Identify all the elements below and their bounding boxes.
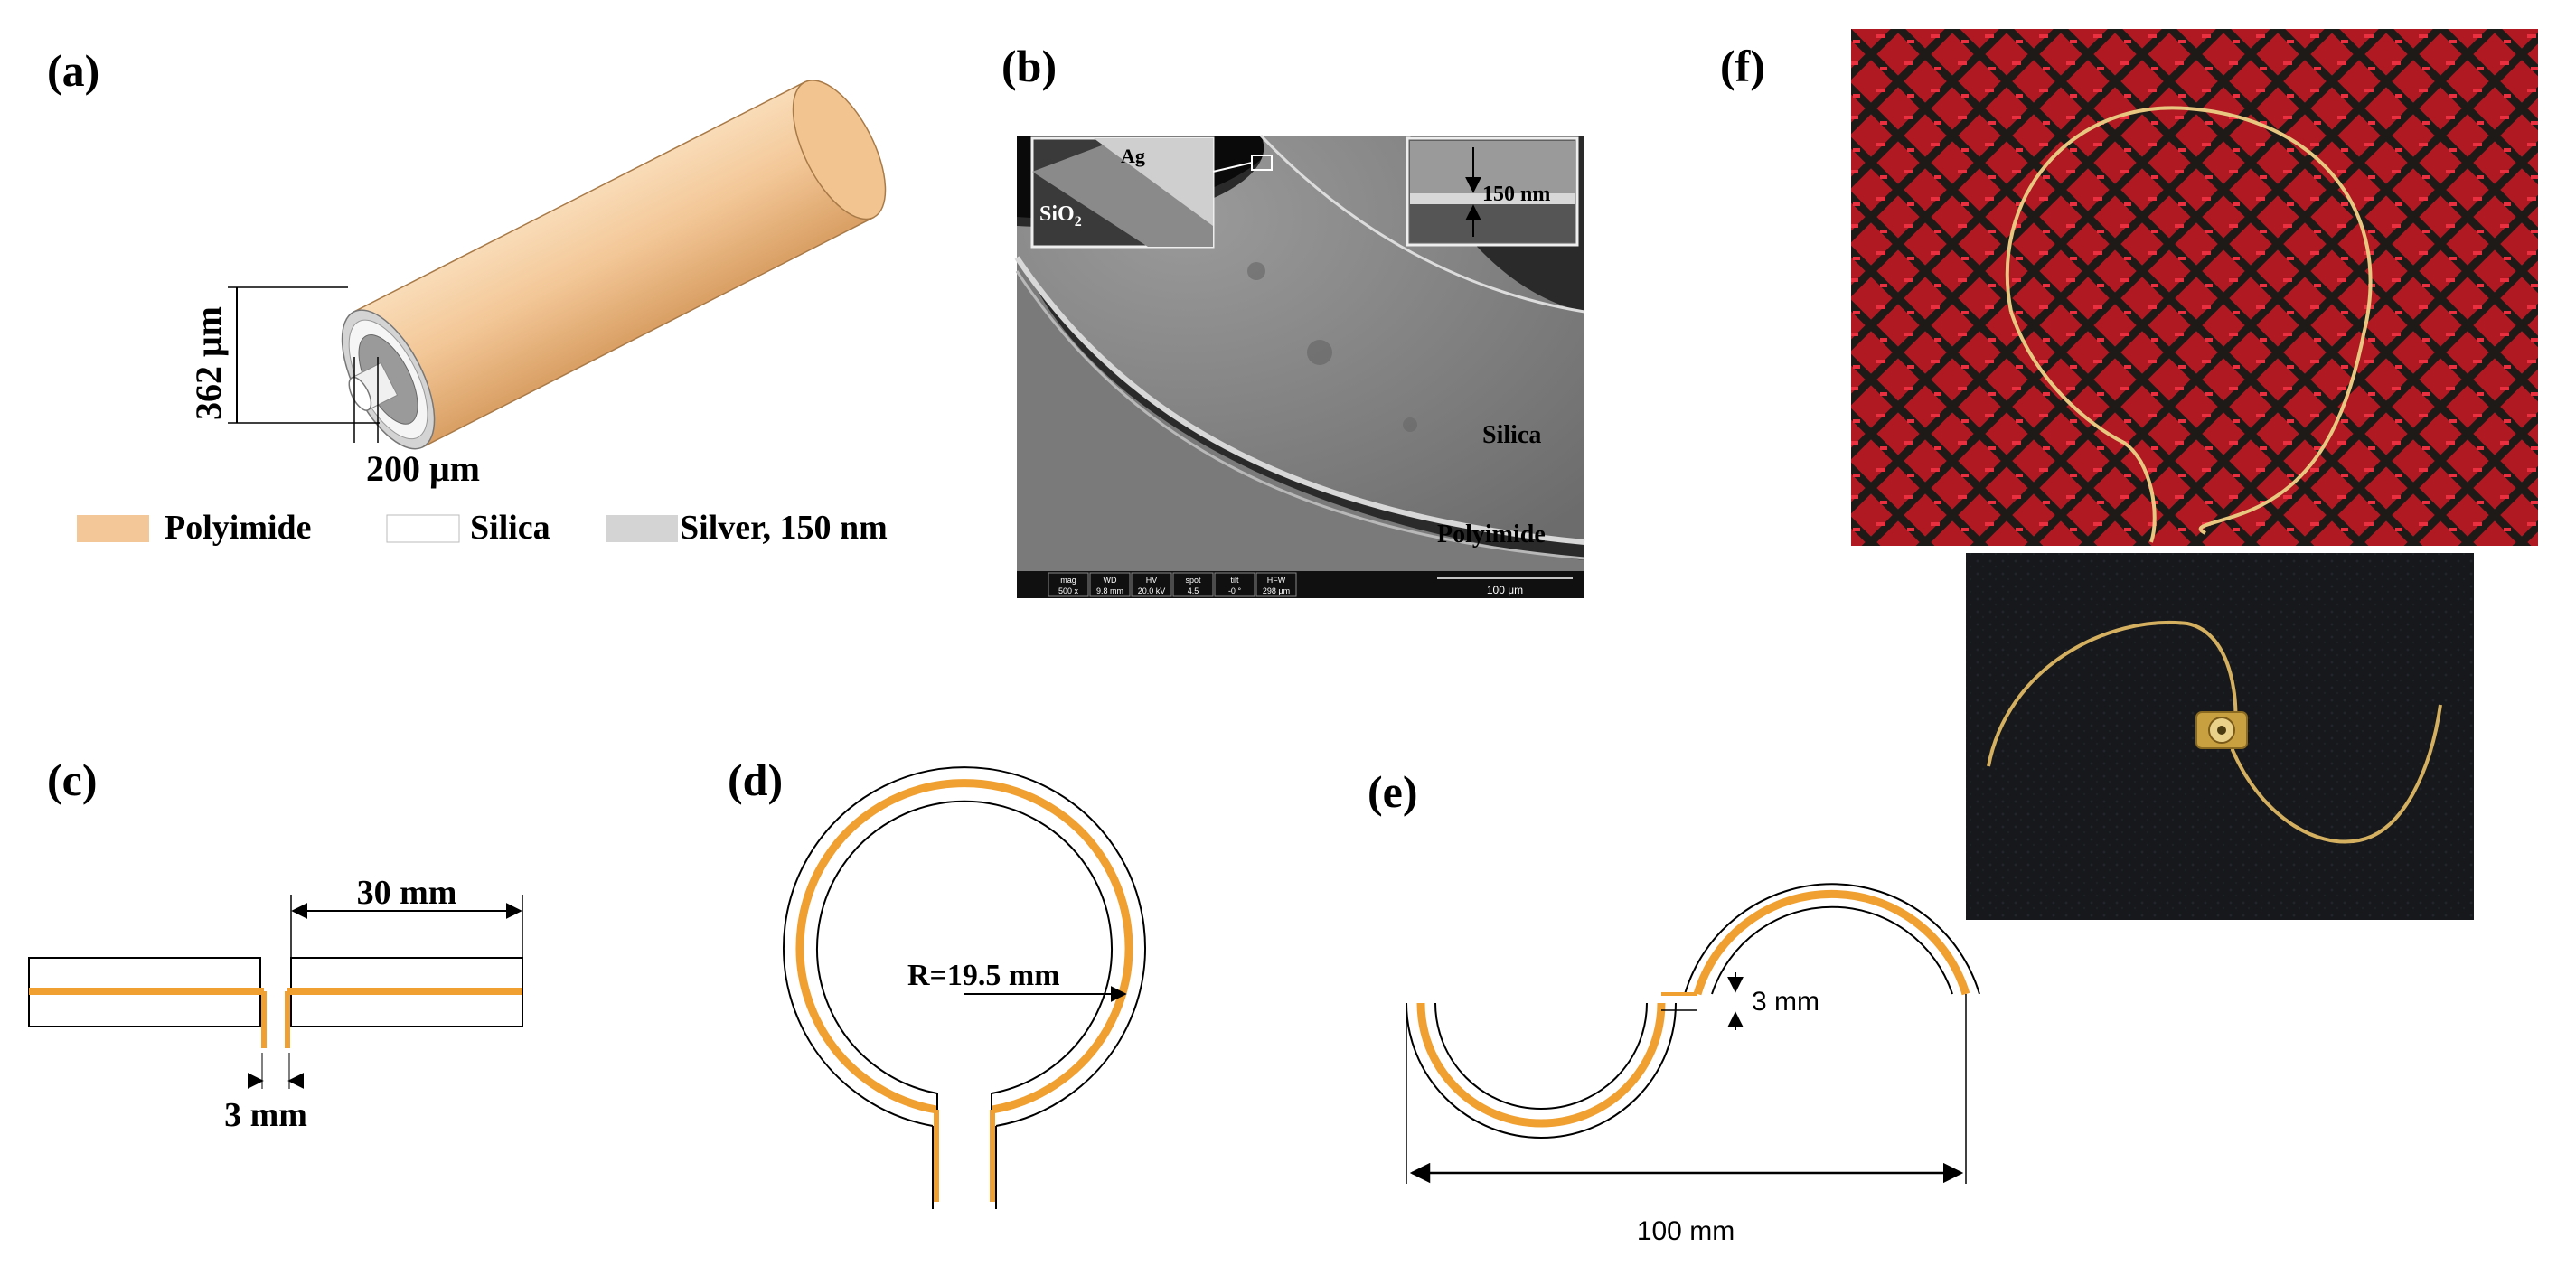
dimension-inner: 200 μm bbox=[353, 357, 480, 489]
panel-f: (f) bbox=[1720, 29, 2538, 920]
legend-swatch-silver bbox=[606, 515, 678, 542]
inset-ag-sio2: Ag SiO2 bbox=[1030, 136, 1215, 249]
sem-info-cell bbox=[1172, 572, 1214, 597]
legend-label-silica: Silica bbox=[470, 509, 550, 547]
sem-info-cell bbox=[1131, 572, 1172, 597]
sem-info-value: 20.0 kV bbox=[1138, 586, 1166, 595]
fabric-photo bbox=[1851, 29, 2538, 546]
legend-swatch-polyimide bbox=[77, 515, 149, 542]
inset-thickness: 150 nm bbox=[1406, 136, 1579, 247]
inset-label-sio2: SiO2 bbox=[1039, 202, 1082, 230]
sma-connector bbox=[2195, 711, 2248, 749]
legend-label-silver: Silver, 150 nm bbox=[680, 509, 888, 547]
s-antenna-span-label: 100 mm bbox=[1637, 1216, 1735, 1246]
panel-f-label: (f) bbox=[1720, 41, 1765, 91]
sem-info-header: HV bbox=[1146, 576, 1158, 585]
sem-info-value: 4.5 bbox=[1188, 586, 1199, 595]
sem-info-header: spot bbox=[1185, 576, 1201, 585]
s-antenna-left-arm bbox=[1416, 1002, 1666, 1128]
panel-d: (d) R=19.5 mm bbox=[728, 755, 1146, 1209]
sem-info-header: HFW bbox=[1267, 576, 1286, 585]
loop-conductor bbox=[795, 779, 1133, 1114]
sem-info-value: 298 μm bbox=[1263, 586, 1290, 595]
inset-label-ag: Ag bbox=[1121, 145, 1145, 167]
radius-label: R=19.5 mm bbox=[907, 959, 1060, 992]
panel-b: (b) Ag SiO2 bbox=[1001, 41, 1585, 598]
dipole-length-label: 30 mm bbox=[357, 874, 457, 912]
sem-label-polyimide: Polyimide bbox=[1437, 520, 1546, 549]
panel-d-label: (d) bbox=[728, 755, 783, 805]
felt-photo bbox=[1966, 553, 2474, 920]
panel-a: (a) 362 μm 200 μm Polyimide bbox=[47, 45, 888, 547]
s-shaped-antenna: 3 mm 100 mm bbox=[1406, 883, 1980, 1246]
sem-scale-label: 100 μm bbox=[1487, 584, 1523, 596]
material-legend: Polyimide Silica Silver, 150 nm bbox=[77, 509, 888, 547]
panel-e-label: (e) bbox=[1368, 766, 1418, 817]
embroidered-antenna-fiber bbox=[2005, 106, 2373, 543]
sem-info-value: 9.8 mm bbox=[1096, 586, 1123, 595]
sem-info-cell bbox=[1255, 572, 1297, 597]
fiber-cylinder bbox=[341, 80, 887, 450]
s-antenna-gap-label: 3 mm bbox=[1752, 987, 1819, 1017]
sem-info-value: 500 x bbox=[1058, 586, 1079, 595]
panel-a-label: (a) bbox=[47, 45, 99, 96]
panel-c-label: (c) bbox=[47, 755, 98, 805]
loop-inner-outline bbox=[816, 800, 1113, 1094]
sem-info-cell bbox=[1089, 572, 1131, 597]
dipole-antenna: 30 mm 3 mm bbox=[28, 874, 523, 1134]
sem-info-value: -0 ° bbox=[1228, 586, 1242, 595]
dimension-inner-label: 200 μm bbox=[366, 448, 480, 489]
panel-b-label: (b) bbox=[1001, 41, 1057, 91]
panel-c: (c) 30 mm 3 mm bbox=[28, 755, 523, 1134]
panel-e: (e) 3 mm 100 mm bbox=[1368, 766, 1980, 1246]
s-antenna-right-arm bbox=[1693, 889, 1970, 996]
sem-info-cell bbox=[1048, 572, 1089, 597]
sem-info-header: WD bbox=[1104, 576, 1117, 585]
loop-outer-outline bbox=[783, 766, 1146, 1127]
sem-info-cell bbox=[1214, 572, 1255, 597]
legend-swatch-silica bbox=[386, 514, 460, 543]
sem-info-header: tilt bbox=[1231, 576, 1239, 585]
legend-label-polyimide: Polyimide bbox=[165, 509, 312, 547]
dimension-outer-label: 362 μm bbox=[188, 306, 229, 420]
loop-antenna: R=19.5 mm bbox=[783, 766, 1146, 1209]
inset-label-150nm: 150 nm bbox=[1482, 183, 1550, 206]
dipole-gap-label: 3 mm bbox=[224, 1096, 307, 1134]
sem-label-silica: Silica bbox=[1482, 421, 1541, 449]
sem-info-header: mag bbox=[1060, 576, 1076, 585]
